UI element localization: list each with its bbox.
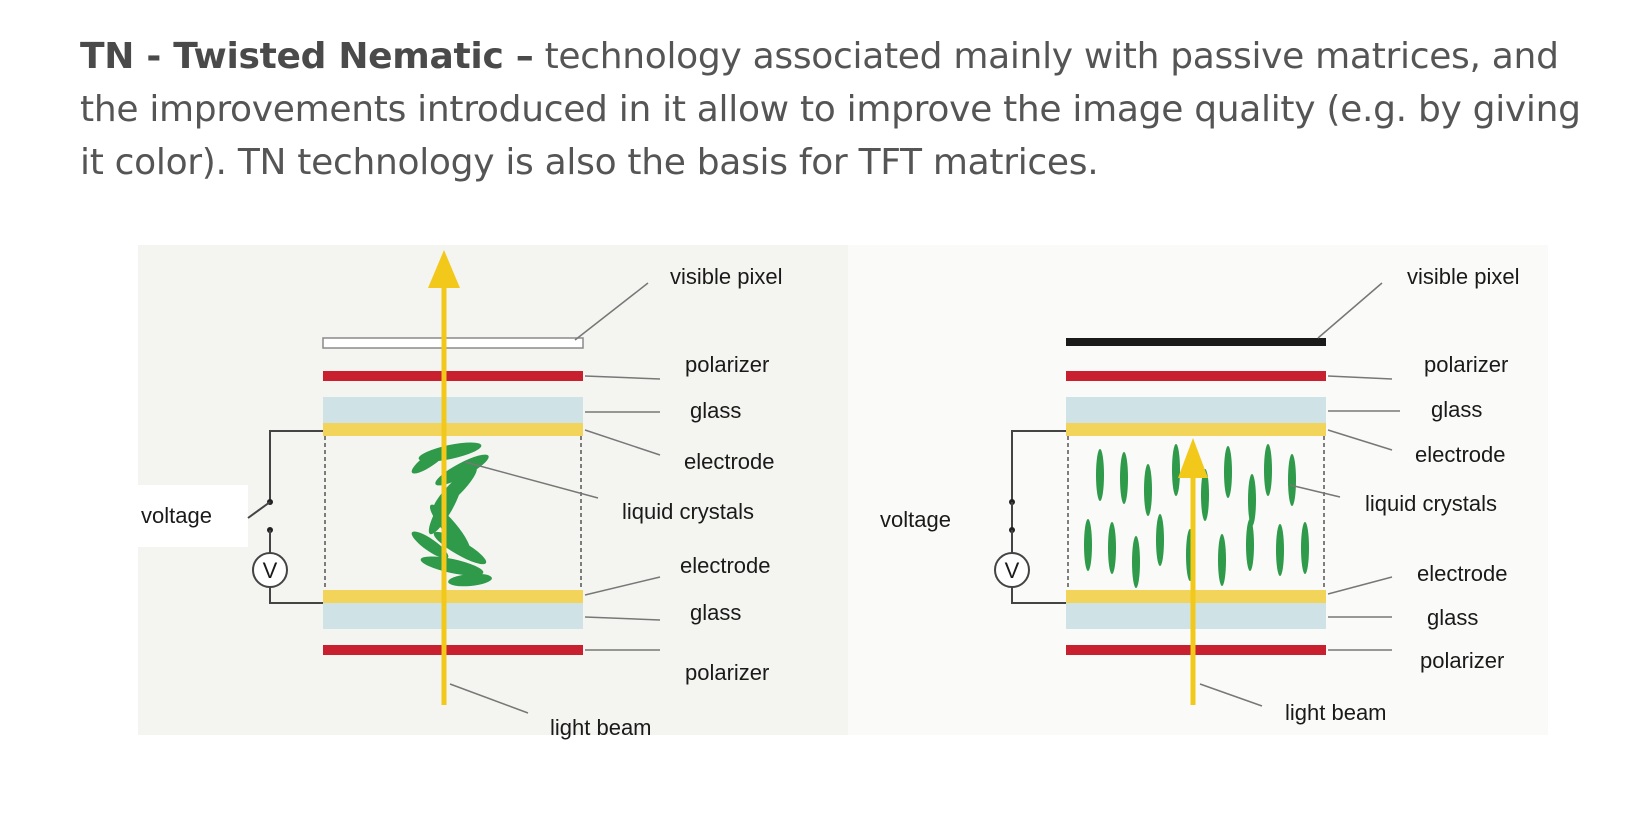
right-circuit-top-wire [1011, 430, 1066, 500]
right-panel: V visible pixel polarizer glass electrod… [880, 264, 1520, 725]
right-label-voltage: voltage [880, 507, 951, 532]
left-light-beam-arrow [428, 250, 460, 288]
right-label-liquid-crystals: liquid crystals [1365, 491, 1497, 516]
right-glass-top [1066, 397, 1326, 423]
left-label-polarizer-top: polarizer [685, 352, 769, 377]
left-panel: V visible pixel polarizer glass electrod… [141, 250, 783, 740]
right-label-polarizer-bottom: polarizer [1420, 648, 1504, 673]
left-label-voltage: voltage [141, 503, 212, 528]
right-light-beam-arrow [1178, 438, 1208, 478]
intro-body: technology associated mainly with passiv… [80, 36, 1581, 183]
left-label-liquid-crystals: liquid crystals [622, 499, 754, 524]
right-circuit-bottom-wire [1011, 587, 1066, 604]
left-label-polarizer-bottom: polarizer [685, 660, 769, 685]
right-label-visible-pixel: visible pixel [1407, 264, 1520, 289]
left-visible-pixel [322, 337, 584, 349]
right-label-electrode-bottom: electrode [1417, 561, 1508, 586]
left-polarizer-top [323, 371, 583, 381]
left-polarizer-bottom [323, 645, 583, 655]
right-label-glass-top: glass [1431, 397, 1482, 422]
right-glass-bottom [1066, 603, 1326, 629]
left-label-glass-top: glass [690, 398, 741, 423]
right-label-light-beam: light beam [1285, 700, 1387, 725]
intro-paragraph: TN - Twisted Nematic – technology associ… [80, 30, 1600, 189]
left-circuit-bottom-wire [269, 587, 323, 604]
right-polarizer-top [1066, 371, 1326, 381]
right-voltmeter-symbol: V [1005, 558, 1020, 583]
right-label-electrode-top: electrode [1415, 442, 1506, 467]
left-label-electrode-top: electrode [684, 449, 775, 474]
right-polarizer-bottom [1066, 645, 1326, 655]
left-electrode-top [323, 423, 583, 436]
left-switch [247, 501, 271, 519]
intro-lead: TN - Twisted Nematic – [80, 36, 534, 77]
left-glass-bottom [323, 603, 583, 629]
left-voltage-label-bg [138, 485, 248, 547]
right-electrode-bottom [1066, 590, 1326, 603]
right-label-polarizer-top: polarizer [1424, 352, 1508, 377]
left-electrode-bottom [323, 590, 583, 603]
left-voltmeter-symbol: V [263, 558, 278, 583]
left-label-light-beam: light beam [550, 715, 652, 740]
left-label-electrode-bottom: electrode [680, 553, 771, 578]
right-visible-pixel [1066, 338, 1326, 346]
right-electrode-top [1066, 423, 1326, 436]
left-glass-top [323, 397, 583, 423]
left-label-glass-bottom: glass [690, 600, 741, 625]
left-label-visible-pixel: visible pixel [670, 264, 783, 289]
right-label-glass-bottom: glass [1427, 605, 1478, 630]
left-circuit-top-wire [269, 430, 323, 500]
